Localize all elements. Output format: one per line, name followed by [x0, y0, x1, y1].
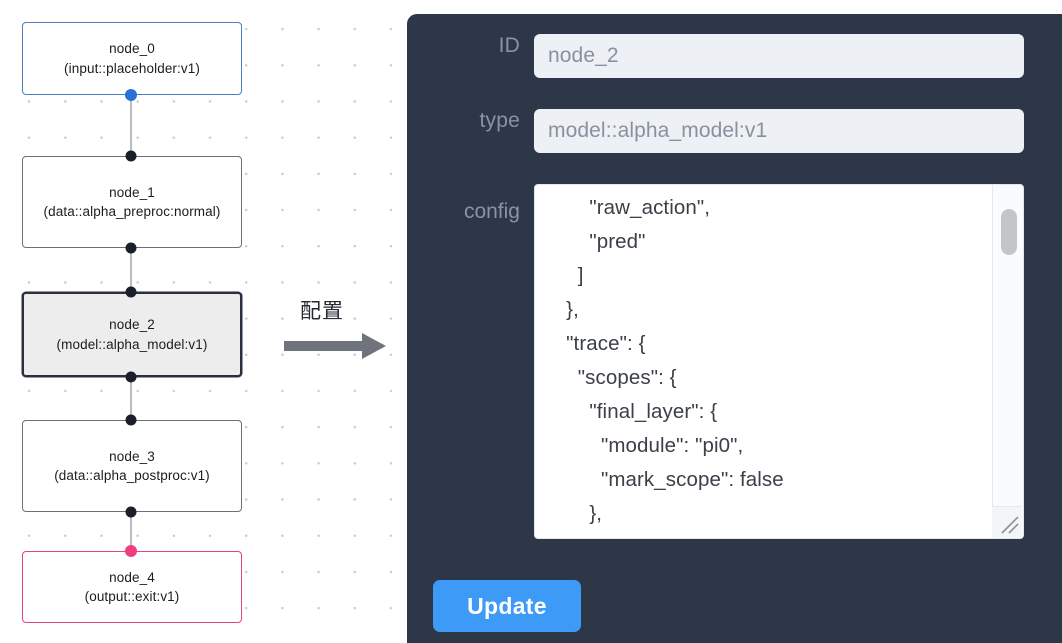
graph-pane[interactable]: node_0(input::placeholder:v1) node_1(dat… — [0, 0, 400, 643]
port-node_3-out[interactable] — [125, 506, 137, 518]
config-field-row: config "raw_action", "pred" ] }, "trace"… — [426, 184, 1024, 539]
configure-arrow-group: 配置 — [284, 295, 394, 365]
id-field-row: ID — [426, 34, 1024, 78]
port-node_1-in[interactable] — [125, 150, 137, 162]
config-textarea[interactable]: "raw_action", "pred" ] }, "trace": { "sc… — [566, 196, 784, 538]
type-input[interactable] — [534, 109, 1024, 153]
graph-node-node_2[interactable]: node_2(model::alpha_model:v1) — [22, 292, 242, 377]
type-field-row: type — [426, 109, 1024, 153]
edge-node3-node4 — [130, 512, 132, 550]
node-subtitle: (output::exit:v1) — [84, 589, 180, 604]
node-config-panel: ID type config "raw_action", "pred" ] },… — [407, 14, 1062, 643]
config-field-label: config — [463, 200, 520, 223]
node-label: node_3(data::alpha_postproc:v1) — [46, 447, 218, 486]
graph-node-node_4[interactable]: node_4(output::exit:v1) — [22, 551, 242, 623]
port-node_2-out[interactable] — [125, 371, 137, 383]
node-label: node_0(input::placeholder:v1) — [56, 39, 208, 78]
node-subtitle: (data::alpha_postproc:v1) — [54, 468, 210, 483]
node-label: node_4(output::exit:v1) — [77, 568, 188, 607]
port-node_2-in[interactable] — [125, 286, 137, 298]
node-title: node_2 — [109, 317, 155, 332]
graph-node-node_3[interactable]: node_3(data::alpha_postproc:v1) — [22, 420, 242, 512]
graph-node-node_1[interactable]: node_1(data::alpha_preproc:normal) — [22, 156, 242, 248]
node-label: node_1(data::alpha_preproc:normal) — [36, 183, 229, 222]
node-subtitle: (input::placeholder:v1) — [64, 60, 200, 76]
node-title: node_4 — [109, 569, 155, 585]
edge-node2-node3 — [130, 377, 132, 419]
edge-node0-node1 — [130, 95, 132, 156]
node-subtitle: (model::alpha_model:v1) — [56, 336, 208, 352]
port-node_3-in[interactable] — [125, 414, 137, 426]
right-arrow-icon — [284, 331, 388, 366]
node-label: node_2(model::alpha_model:v1) — [49, 315, 216, 354]
node-subtitle: (data::alpha_preproc:normal) — [43, 204, 221, 219]
type-field-label: type — [479, 109, 520, 132]
id-input[interactable] — [534, 34, 1024, 78]
config-scrollbar[interactable] — [992, 185, 1023, 538]
port-node_4-in[interactable] — [125, 545, 137, 557]
graph-node-node_0[interactable]: node_0(input::placeholder:v1) — [22, 22, 242, 95]
node-title: node_1 — [109, 184, 155, 200]
configure-arrow-label: 配置 — [300, 299, 344, 323]
id-field-label: ID — [498, 34, 520, 57]
config-scrollbar-thumb[interactable] — [1001, 209, 1017, 255]
node-title: node_0 — [109, 41, 155, 56]
update-button[interactable]: Update — [433, 580, 581, 632]
node-title: node_3 — [109, 448, 155, 464]
edge-node1-node2 — [130, 248, 132, 292]
config-textarea-wrapper[interactable]: "raw_action", "pred" ] }, "trace": { "sc… — [534, 184, 1024, 539]
port-node_0-out[interactable] — [125, 89, 137, 101]
port-node_1-out[interactable] — [125, 242, 137, 254]
resize-handle-icon[interactable] — [992, 506, 1022, 537]
